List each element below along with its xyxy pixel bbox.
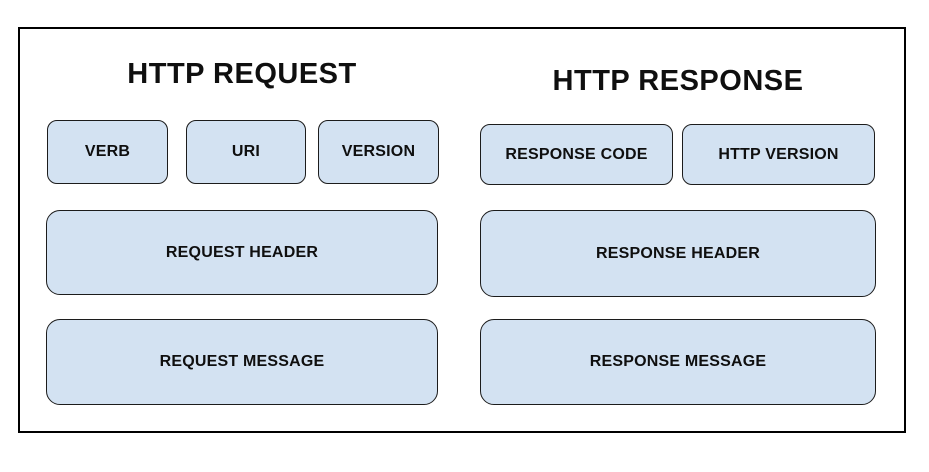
response-message-box: RESPONSE MESSAGE: [480, 319, 876, 405]
request-header-box: REQUEST HEADER: [46, 210, 438, 295]
response-header-box: RESPONSE HEADER: [480, 210, 876, 297]
request-verb-box: VERB: [47, 120, 168, 184]
response-code-box: RESPONSE CODE: [480, 124, 673, 185]
request-version-box: VERSION: [318, 120, 439, 184]
response-http-version-box: HTTP VERSION: [682, 124, 875, 185]
request-message-box: REQUEST MESSAGE: [46, 319, 438, 405]
http-response-title: HTTP RESPONSE: [552, 65, 804, 97]
diagram-frame: HTTP REQUEST HTTP RESPONSE VERB URI VERS…: [18, 27, 906, 433]
http-request-title: HTTP REQUEST: [127, 58, 357, 90]
request-uri-box: URI: [186, 120, 306, 184]
